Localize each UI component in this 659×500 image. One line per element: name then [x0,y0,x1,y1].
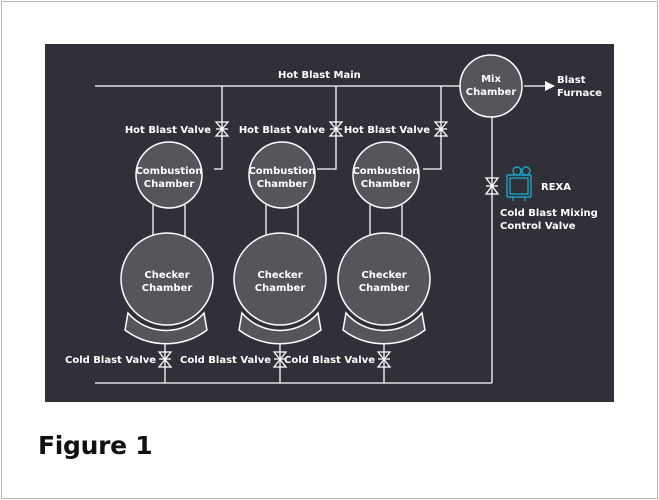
checker-chamber-3-label-1: Checker [361,270,406,281]
figure-caption: Figure 1 [38,431,153,460]
combustion-chamber-2 [248,141,316,209]
checker-chamber-1 [120,232,214,326]
cold-blast-mixing-valve-icon[interactable] [484,177,500,195]
mix-chamber-label-1: Mix [481,74,501,85]
stove3-hot-pipe [423,86,442,170]
hot-blast-valve-2-label: Hot Blast Valve [239,125,325,136]
rexa-label: REXA [541,182,571,193]
rexa-actuator-icon [506,166,532,201]
blast-furnace-label-2: Furnace [557,88,602,99]
mix-chamber-label-2: Chamber [466,87,517,98]
combustion-chamber-3 [352,141,420,209]
furnace-arrowhead [545,81,555,91]
checker-chamber-1-label-1: Checker [144,270,189,281]
stove2-hot-pipe [317,86,337,170]
diagram-panel [45,44,614,402]
hot-blast-valve-3-label: Hot Blast Valve [344,125,430,136]
cold-blast-valve-1-icon[interactable] [157,351,173,368]
stove1-hot-pipe [214,86,223,170]
cold-blast-mixing-label-1: Cold Blast Mixing [500,208,598,219]
blast-furnace-label-1: Blast [557,75,586,86]
checker-chamber-2-label-1: Checker [257,270,302,281]
hot-blast-valve-1-icon[interactable] [214,121,230,137]
combustion-chamber-1-label-2: Chamber [144,179,195,190]
checker-chamber-3-label-2: Chamber [359,283,410,294]
checker-chamber-3 [337,232,431,326]
combustion-chamber-3-label-1: Combustion [352,166,419,177]
hot-blast-valve-1-label: Hot Blast Valve [125,125,211,136]
checker-chamber-2 [233,232,327,326]
cold-blast-valve-2-icon[interactable] [272,351,288,368]
hot-blast-main-label: Hot Blast Main [278,70,361,81]
checker-base-2 [238,311,322,345]
checker-chamber-1-label-2: Chamber [142,283,193,294]
hot-blast-valve-3-icon[interactable] [433,121,449,137]
combustion-chamber-1 [135,141,203,209]
cold-blast-valve-3-icon[interactable] [376,351,392,368]
cold-blast-valve-1-label: Cold Blast Valve [65,355,156,366]
combustion-chamber-2-label-2: Chamber [257,179,308,190]
combustion-chamber-2-label-1: Combustion [248,166,315,177]
checker-chamber-2-label-2: Chamber [255,283,306,294]
checker-base-3 [342,311,426,345]
cold-blast-valve-3-label: Cold Blast Valve [284,355,375,366]
hot-blast-valve-2-icon[interactable] [328,121,344,137]
cold-blast-mixing-label-2: Control Valve [500,221,576,232]
combustion-chamber-1-label-1: Combustion [135,166,202,177]
cold-blast-valve-2-label: Cold Blast Valve [180,355,271,366]
checker-base-1 [124,311,208,345]
mix-chamber-circle [459,54,523,118]
combustion-chamber-3-label-2: Chamber [361,179,412,190]
